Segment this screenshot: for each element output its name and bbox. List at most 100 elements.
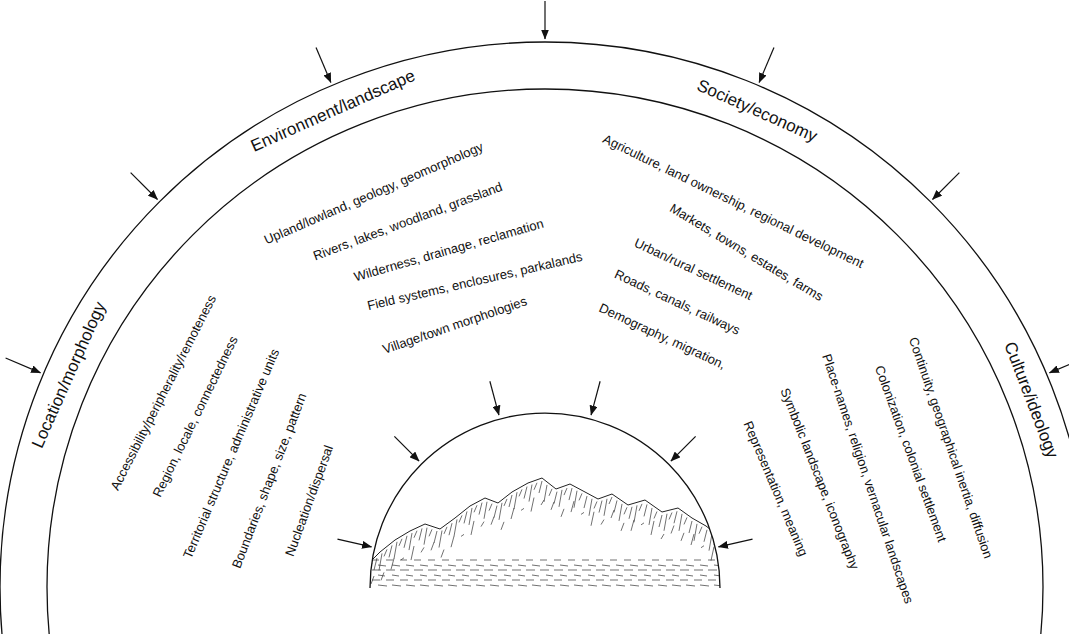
- ground-stroke: [378, 565, 386, 566]
- hatch-stroke: [631, 520, 634, 531]
- ground-stroke: [406, 575, 413, 576]
- ground-stroke: [602, 585, 611, 586]
- hatch-stroke: [399, 539, 402, 546]
- ground-stroke: [414, 570, 423, 571]
- ground-stroke: [694, 580, 702, 581]
- ground-stroke: [420, 585, 429, 586]
- hatch-stroke: [409, 533, 412, 550]
- ground-stroke: [470, 580, 478, 581]
- hatch-stroke: [494, 506, 497, 518]
- hatch-stroke: [711, 547, 714, 561]
- theme-item: Rivers, lakes, woodland, grassland: [312, 180, 505, 264]
- hatch-stroke: [591, 512, 594, 526]
- hatch-stroke: [661, 534, 664, 539]
- ground-stroke: [624, 560, 631, 561]
- ground-stroke: [526, 580, 534, 581]
- hatch-stroke: [389, 545, 392, 557]
- ground-stroke: [546, 585, 555, 586]
- ground-stroke: [456, 560, 463, 561]
- ground-stroke: [456, 580, 464, 581]
- ground-stroke: [372, 570, 381, 571]
- hatch-stroke: [561, 509, 564, 517]
- ground-stroke: [666, 580, 674, 581]
- ground-stroke: [386, 560, 393, 561]
- hatch-stroke: [584, 496, 587, 508]
- ground-stroke: [512, 580, 520, 581]
- hatch-stroke: [559, 490, 562, 507]
- ground-stroke: [666, 560, 673, 561]
- theme-heading: Environment/landscape: [248, 66, 418, 156]
- hatch-stroke: [461, 534, 464, 536]
- hatch-stroke: [481, 522, 484, 527]
- hatch-stroke: [574, 491, 577, 508]
- ground-stroke: [512, 560, 519, 561]
- hatch-stroke: [671, 526, 674, 534]
- influence-arrow: [718, 539, 752, 547]
- hatch-stroke: [464, 511, 467, 523]
- hatch-stroke: [539, 481, 542, 493]
- hatch-stroke: [614, 500, 617, 512]
- influence-arrow: [932, 173, 959, 200]
- influence-arrow: [394, 436, 419, 461]
- hatch-stroke: [439, 531, 442, 548]
- ground-stroke: [406, 565, 414, 566]
- hatch-stroke: [674, 511, 677, 523]
- ground-stroke: [624, 580, 632, 581]
- ground-stroke: [616, 565, 624, 566]
- hatch-stroke: [511, 508, 514, 519]
- hatch-stroke: [629, 507, 632, 519]
- hatch-stroke: [704, 530, 707, 542]
- hatch-stroke: [479, 503, 482, 515]
- hatch-stroke: [581, 512, 584, 514]
- ground-stroke: [616, 575, 623, 576]
- ground-stroke: [456, 570, 465, 571]
- ground-stroke: [434, 585, 443, 586]
- ground-stroke: [602, 565, 610, 566]
- ground-stroke: [490, 565, 498, 566]
- ground-stroke: [588, 585, 597, 586]
- ground-stroke: [624, 570, 633, 571]
- ground-stroke: [616, 585, 625, 586]
- ground-stroke: [680, 570, 689, 571]
- hatch-stroke: [521, 508, 524, 510]
- hatching: [369, 481, 717, 584]
- ground-stroke: [428, 580, 436, 581]
- ground-stroke: [442, 570, 451, 571]
- hatch-stroke: [701, 546, 704, 548]
- hatch-stroke: [419, 528, 422, 540]
- hatch-stroke: [689, 521, 692, 533]
- hatch-stroke: [469, 508, 472, 525]
- ground-stroke: [560, 585, 569, 586]
- ground-stroke: [602, 575, 609, 576]
- hatch-stroke: [691, 534, 694, 545]
- hatch-stroke: [509, 495, 512, 507]
- ground-stroke: [700, 565, 708, 566]
- hatch-stroke: [431, 542, 434, 550]
- hatch-stroke: [491, 517, 494, 525]
- ground-stroke: [532, 565, 540, 566]
- ground-stroke: [490, 575, 497, 576]
- ground-stroke: [672, 585, 681, 586]
- ground-stroke: [644, 575, 651, 576]
- theme-item: Territorial structure, administrative un…: [181, 347, 283, 561]
- ground-stroke: [484, 560, 491, 561]
- hatch-stroke: [644, 504, 647, 516]
- ground-stroke: [582, 580, 590, 581]
- mountain-ridge: [366, 478, 724, 592]
- ground-stroke: [462, 585, 471, 586]
- ground-stroke: [400, 580, 408, 581]
- ground-stroke: [498, 570, 507, 571]
- hatch-stroke: [679, 514, 682, 531]
- ground-stroke: [708, 570, 717, 571]
- ground-stroke: [400, 570, 409, 571]
- ground-stroke: [644, 565, 652, 566]
- hatch-stroke: [649, 508, 652, 525]
- ground-stroke: [666, 570, 675, 571]
- ground-stroke: [568, 560, 575, 561]
- influence-arrow: [6, 358, 41, 373]
- hatch-stroke: [474, 505, 477, 512]
- ground-stroke: [658, 585, 667, 586]
- hatch-stroke: [694, 524, 697, 541]
